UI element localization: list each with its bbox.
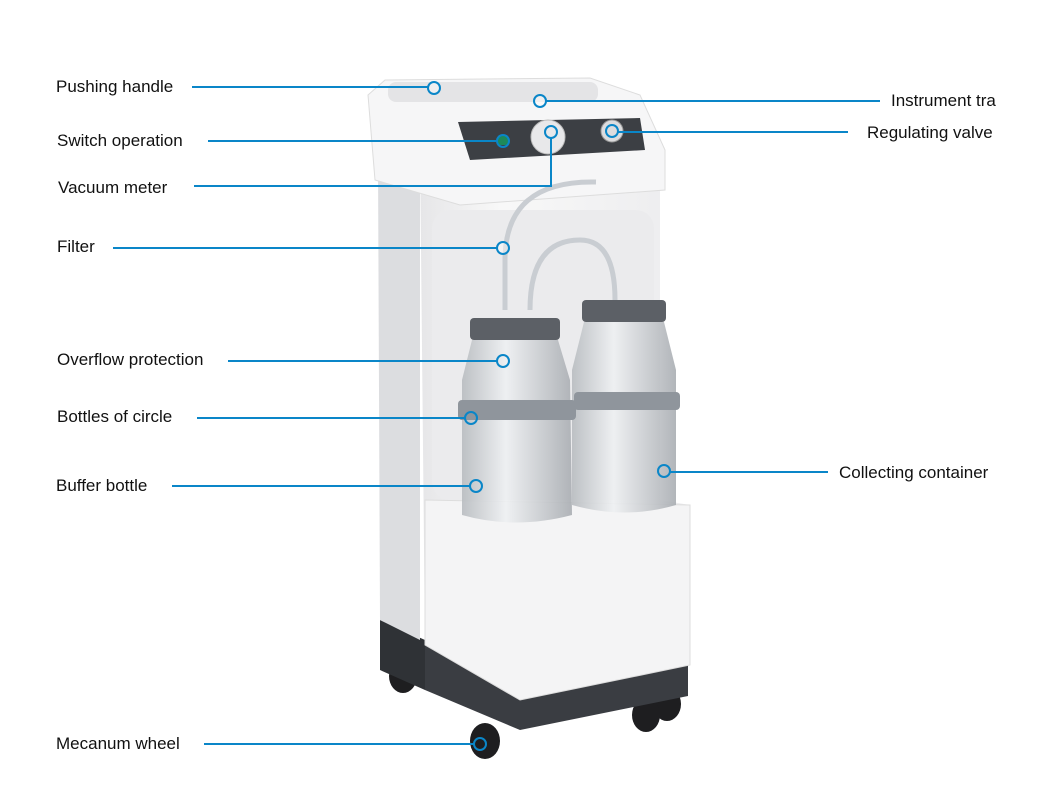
callout-overflow-protection [228, 354, 510, 368]
label-buffer-bottle: Buffer bottle [56, 476, 148, 495]
label-bottles-of-circle: Bottles of circle [57, 407, 173, 426]
label-filter: Filter [57, 237, 95, 256]
label-switch-operation: Switch operation [57, 131, 183, 150]
callout-regulating-valve [605, 124, 848, 138]
callout-instrument-tray [533, 94, 880, 108]
callout-pushing-handle [192, 81, 441, 95]
label-instrument-tray: Instrument tra [891, 91, 996, 110]
callout-vacuum-meter [194, 125, 558, 187]
label-regulating-valve: Regulating valve [867, 123, 993, 142]
callout-mecanum-wheel [204, 737, 487, 751]
callout-filter [113, 241, 510, 255]
callout-switch-operation [208, 134, 510, 148]
label-vacuum-meter: Vacuum meter [58, 178, 168, 197]
label-collecting-container: Collecting container [839, 463, 989, 482]
label-pushing-handle: Pushing handle [56, 77, 174, 96]
callout-bottles-of-circle [197, 411, 478, 425]
callout-collecting-container [657, 464, 828, 478]
callout-buffer-bottle [172, 479, 483, 493]
label-mecanum-wheel: Mecanum wheel [56, 734, 180, 753]
label-overflow-protection: Overflow protection [57, 350, 204, 369]
